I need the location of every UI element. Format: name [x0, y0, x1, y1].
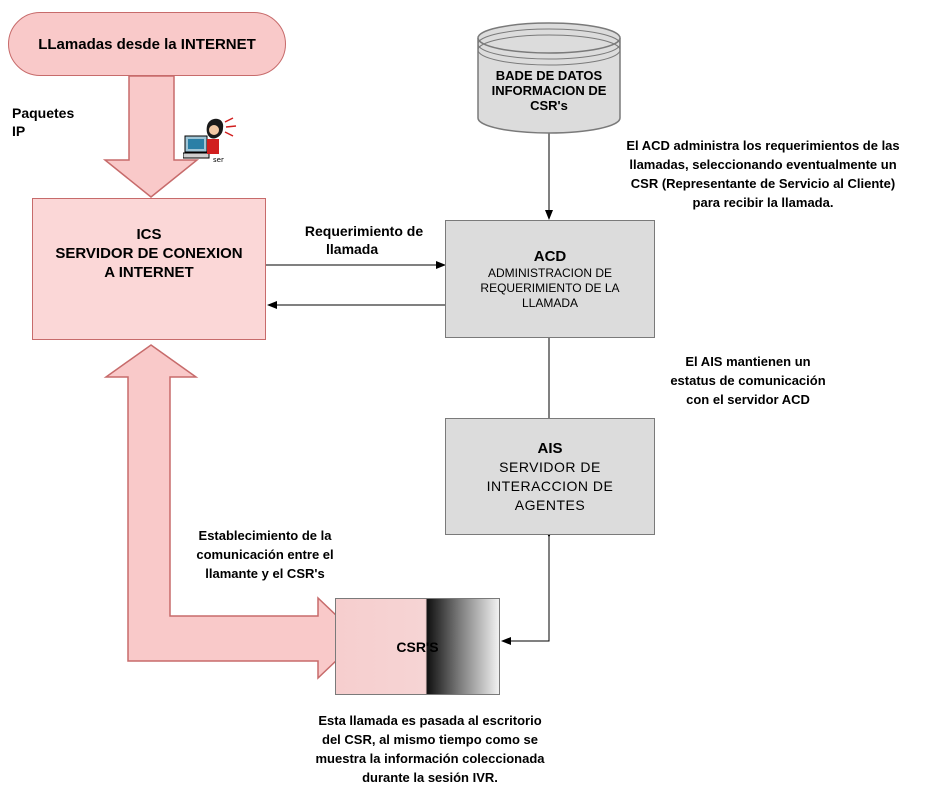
csr-label: CSR'S [396, 638, 439, 655]
user-computer-icon: ser [182, 116, 239, 168]
database-label: BADE DE DATOS INFORMACION DE CSR's [491, 68, 607, 113]
acd-node: ACD ADMINISTRACION DE REQUERIMIENTO DE L… [445, 220, 655, 338]
ics-title: ICS [136, 226, 162, 243]
database-cylinder [477, 22, 621, 134]
internet-to-ics-arrow [102, 75, 200, 198]
ais-subtitle: SERVIDOR DE INTERACCION DE AGENTES [486, 458, 614, 513]
call-request-label: Requerimiento de llamada [304, 223, 424, 257]
ics-subtitle: SERVIDOR DE CONEXION A INTERNET [55, 245, 243, 281]
csr-node: CSR'S [335, 598, 500, 695]
ais-node: AIS SERVIDOR DE INTERACCION DE AGENTES [445, 418, 655, 535]
ais-title: AIS [537, 439, 563, 457]
csr-to-ics-arrow [103, 344, 362, 680]
acd-note: El ACD administra los requerimientos de … [626, 138, 900, 210]
internet-calls-label: LLamadas desde la INTERNET [38, 35, 256, 53]
ais-note: El AIS mantienen un estatus de comunicac… [670, 354, 826, 407]
internet-calls-node: LLamadas desde la INTERNET [8, 12, 286, 76]
ip-packets-label: Paquetes IP [12, 105, 75, 139]
desktop-note: Esta llamada es pasada al escritorio del… [315, 713, 545, 785]
ics-server-node: ICS SERVIDOR DE CONEXION A INTERNET [32, 198, 266, 340]
acd-title: ACD [533, 248, 567, 265]
acd-subtitle: ADMINISTRACION DE REQUERIMIENTO DE LA LL… [480, 266, 620, 310]
connection-note: Establecimiento de la comunicación entre… [196, 528, 334, 581]
ais-csr-arrow [501, 528, 553, 645]
svg-text:ser: ser [213, 156, 224, 164]
